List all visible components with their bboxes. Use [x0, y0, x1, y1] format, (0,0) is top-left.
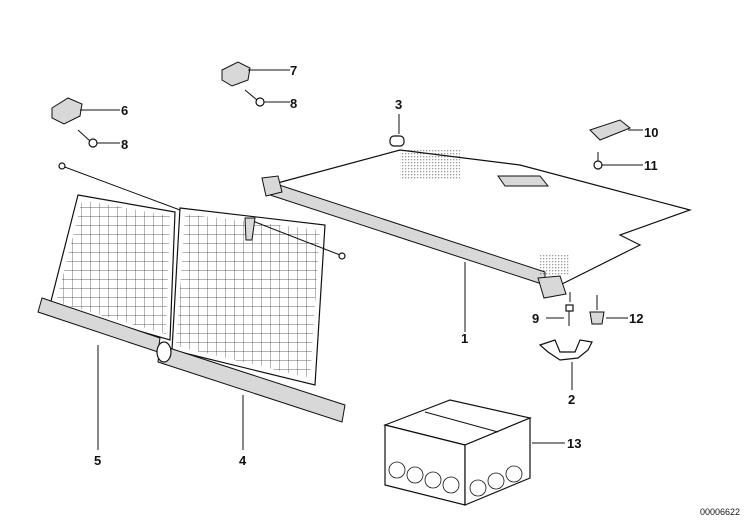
label-3: 3 [395, 97, 402, 112]
diagram-code: 00006622 [700, 507, 740, 517]
label-8-upper: 8 [290, 96, 297, 111]
part-1-luggage-cover [261, 149, 693, 332]
part-9-screw [546, 292, 574, 326]
label-6: 6 [121, 103, 128, 118]
part-2-bracket [538, 339, 593, 390]
label-1: 1 [461, 331, 468, 346]
label-13: 13 [567, 436, 581, 451]
label-11: 11 [644, 158, 658, 173]
part-13-box [383, 399, 565, 506]
part-11-screw [593, 152, 643, 170]
part-12-cap [589, 295, 628, 325]
part-3-sleeve [389, 114, 405, 147]
label-2: 2 [568, 392, 575, 407]
label-9: 9 [532, 311, 539, 326]
label-10: 10 [644, 125, 658, 140]
part-7-clip [221, 61, 290, 87]
label-7: 7 [290, 63, 297, 78]
part-10-cover [589, 119, 643, 141]
label-12: 12 [629, 311, 643, 326]
label-4: 4 [239, 453, 247, 468]
part-8-screw-lower [77, 129, 120, 148]
label-5: 5 [94, 453, 101, 468]
part-5-partition-net [37, 162, 181, 450]
label-8-lower: 8 [121, 137, 128, 152]
part-4-partition-net [156, 207, 346, 450]
part-8-screw-upper [244, 89, 290, 107]
part-6-clip [51, 97, 120, 125]
